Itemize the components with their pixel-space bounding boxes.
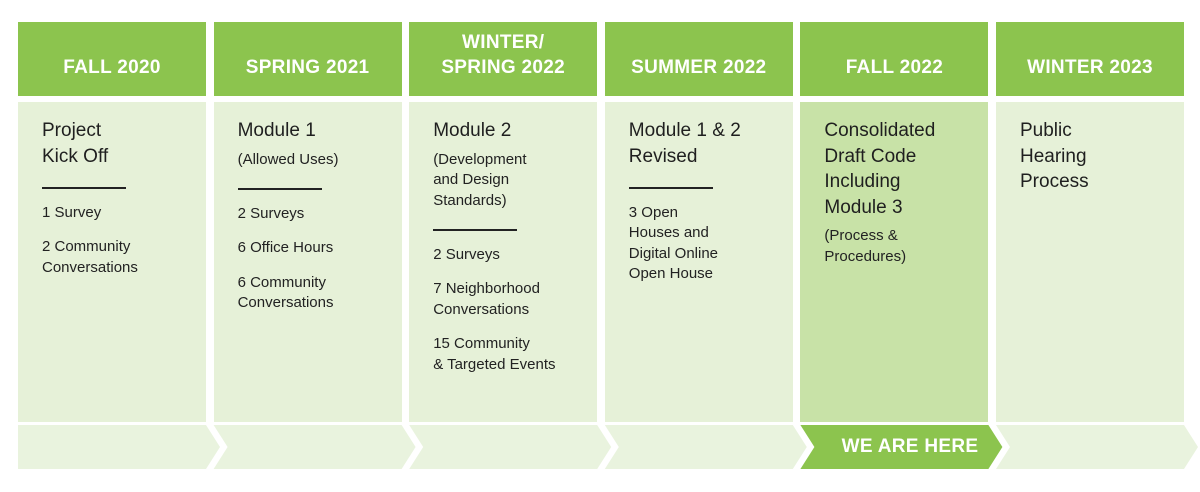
divider-rule <box>433 229 518 231</box>
phase-panel: Project Kick Off 1 Survey 2 Community Conv… <box>18 102 206 422</box>
engagement-item: 7 Neighborhood Conversations <box>433 280 540 318</box>
phase-header: FALL 2022 <box>800 22 989 96</box>
phase-header: FALL 2020 <box>18 22 206 96</box>
phase-title: Consolidated Draft Code Including Module… <box>824 120 936 218</box>
phase-arrow <box>18 425 220 469</box>
divider-rule <box>628 187 713 189</box>
progress-arrow-strip <box>18 425 1198 469</box>
we-are-here-label: WE ARE HERE <box>841 436 979 457</box>
phase-title: Public Hearing Process <box>1020 120 1089 192</box>
phase-panel: Module 2 (Development and Design Standard… <box>409 102 598 422</box>
phase-panel: Public Hearing Process <box>996 102 1184 422</box>
current-phase-arrow <box>800 425 1003 469</box>
phase-panel: Module 1 & 2 Revised 3 Open Houses and Di… <box>604 102 793 422</box>
engagement-item: 6 Office Hours <box>237 239 334 256</box>
divider-rule <box>42 187 126 189</box>
phase-header: WINTER/ SPRING 2022 <box>409 22 598 96</box>
phase-arrow <box>409 425 612 469</box>
phase-arrow <box>996 425 1198 469</box>
phase-title: Project Kick Off <box>42 120 109 167</box>
engagement-item: 1 Survey <box>42 203 102 221</box>
phase-arrow <box>604 425 807 469</box>
phase-panel: Module 1 (Allowed Uses) 2 Surveys 6 Office … <box>213 102 402 422</box>
phase-title: Module 1 <box>237 120 316 141</box>
phase-subtitle: (Development and Design Standards) <box>433 150 527 209</box>
engagement-item: 3 Open Houses and Digital Online Open Ho… <box>628 203 719 283</box>
phase-subtitle: (Allowed Uses) <box>237 150 339 168</box>
engagement-item: 2 Surveys <box>433 245 500 263</box>
engagement-item: 2 Community Conversations <box>42 238 138 276</box>
phase-header: SPRING 2021 <box>213 22 402 96</box>
phase-title: Module 1 & 2 Revised <box>628 120 741 167</box>
phase-arrow <box>213 425 416 469</box>
phase-header: WINTER 2023 <box>996 22 1184 96</box>
phase-panel: Consolidated Draft Code Including Module… <box>800 102 989 422</box>
engagement-item: 2 Surveys <box>237 204 305 222</box>
phase-header: SUMMER 2022 <box>604 22 793 96</box>
phase-title: Module 2 <box>433 120 512 141</box>
engagement-item: 6 Community Conversations <box>237 273 334 312</box>
phase-subtitle: (Process & Procedures) <box>824 227 907 265</box>
divider-rule <box>237 188 322 190</box>
engagement-item: 15 Community & Targeted Events <box>433 335 556 373</box>
